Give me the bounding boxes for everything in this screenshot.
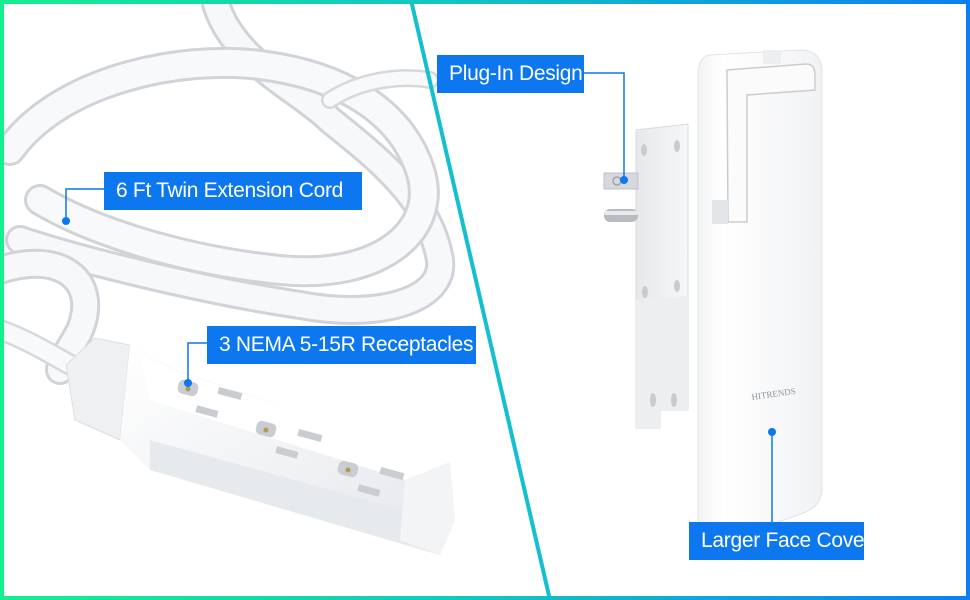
frame-border-right [966, 0, 970, 600]
plug-plate [603, 123, 689, 429]
callout-receptacles-label: 3 NEMA 5-15R Receptacles [207, 326, 476, 364]
frame-border-left [0, 0, 4, 600]
panel-divider [409, 0, 552, 600]
plug-callout-dot [620, 176, 628, 184]
frame-border-bottom [0, 596, 970, 600]
frame-border-top [0, 0, 970, 4]
face-cover-callout-dot [768, 428, 776, 436]
face-cover: HITRENDS [697, 49, 823, 546]
callout-cord-label: 6 Ft Twin Extension Cord [104, 172, 362, 210]
callout-plug-label: Plug-In Design [437, 55, 584, 93]
callout-leaders [65, 72, 773, 522]
cord-coil [0, 0, 456, 385]
receptacles-callout-dot [184, 379, 192, 387]
cord-callout-dot [62, 217, 70, 225]
callout-face-cover-label: Larger Face Cove [689, 522, 865, 560]
outlet-box [65, 337, 455, 555]
